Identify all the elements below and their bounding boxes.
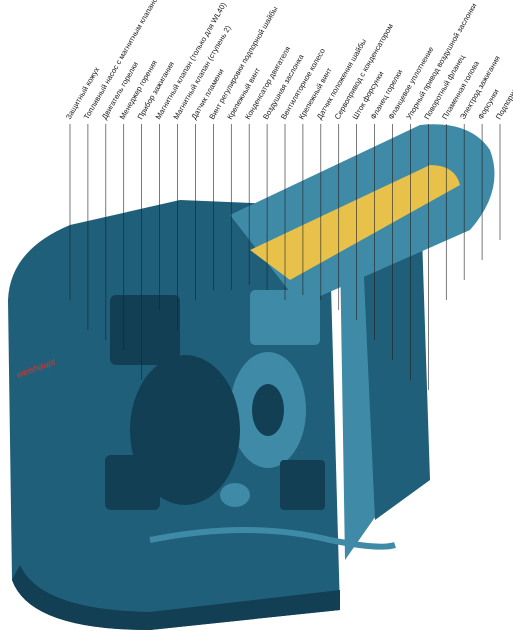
fan-wheel-hub [252,384,284,436]
fuel-pump [105,455,160,510]
servo-motor [280,460,325,510]
fuel-hose [149,527,396,550]
motor-capacitor [220,483,250,507]
housing-shadow [12,565,340,630]
control-panel [250,290,320,345]
control-manager [110,295,180,365]
flame-tube-inner [250,165,460,280]
